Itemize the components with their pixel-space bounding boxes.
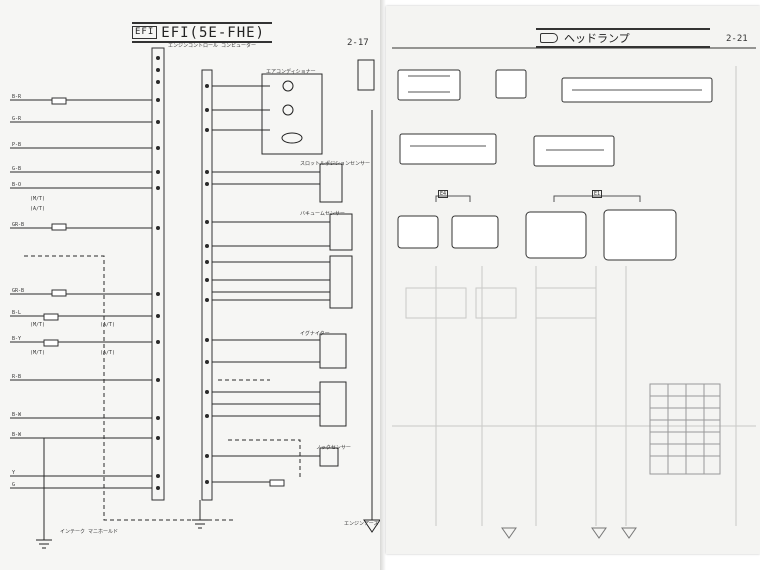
wire-code: Y: [12, 470, 16, 476]
transmission-tag: (M/T): [30, 350, 46, 356]
title-text: EFI(5E-FHE): [161, 24, 265, 41]
transmission-tag: (M/T): [30, 196, 46, 202]
page-number: 2-17: [347, 38, 369, 48]
left-page: EFI EFI(5E-FHE) 2-17: [0, 0, 382, 570]
component-label: スロットルポジションセンサー: [300, 161, 371, 167]
transmission-tag: (A/T): [100, 350, 116, 356]
page-number: 2-21: [726, 34, 748, 44]
right-page: ヘッドランプ 2-21: [386, 6, 760, 554]
title-text: ヘッドランプ: [564, 32, 630, 45]
wire-code: GR-B: [12, 288, 25, 294]
connector-group-label: E1: [592, 190, 603, 198]
wire-code: B-Y: [12, 336, 22, 342]
transmission-tag: (A/T): [30, 206, 46, 212]
wire-code: R-B: [12, 374, 22, 380]
section-tag: EFI: [132, 26, 158, 39]
wire-code: B-W: [12, 432, 22, 438]
wire-code: B-O: [12, 182, 22, 188]
wire-code: B-W: [12, 412, 22, 418]
headlamp-icon: [540, 33, 558, 43]
component-label: インテーク マニホールド: [60, 529, 119, 535]
efi-wiring-diagram: [10, 47, 381, 549]
wire-code: P-B: [12, 142, 22, 148]
component-label: ノックセンサー: [316, 445, 351, 451]
wire-code: G-R: [12, 116, 22, 122]
wire-code: B-L: [12, 310, 22, 316]
component-label: エアコンディショナー: [266, 69, 316, 75]
wire-code: GR-B: [12, 222, 25, 228]
connector-group-label: E4: [438, 190, 449, 198]
component-label: イグナイター: [300, 331, 330, 337]
ecu-label: エンジンコントロール コンピューター: [168, 43, 257, 49]
headlamp-connector-diagram: [392, 47, 756, 539]
transmission-tag: (M/T): [30, 322, 46, 328]
component-label: バキュームセンサー: [300, 211, 345, 217]
transmission-tag: (A/T): [100, 322, 116, 328]
page-title: EFI EFI(5E-FHE): [132, 22, 272, 43]
page-title: ヘッドランプ: [536, 28, 710, 48]
wire-code: G-B: [12, 166, 22, 172]
wire-code: G: [12, 482, 16, 488]
book-gutter: [380, 0, 386, 570]
wire-code: B-R: [12, 94, 22, 100]
component-label: エンジンアース: [344, 521, 379, 527]
